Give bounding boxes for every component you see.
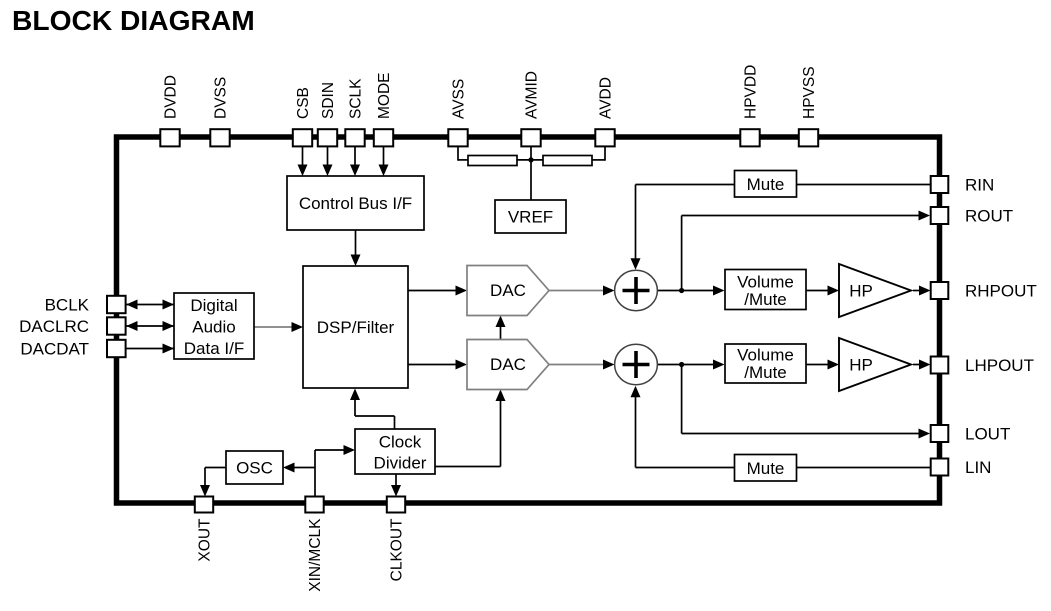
svg-text:LOUT: LOUT [965, 425, 1010, 444]
svg-text:Audio: Audio [192, 318, 235, 337]
svg-text:CSB: CSB [295, 87, 312, 119]
svg-text:Volume: Volume [737, 346, 794, 365]
svg-text:RIN: RIN [965, 176, 994, 195]
svg-text:MODE: MODE [376, 73, 393, 120]
svg-text:DVSS: DVSS [213, 77, 230, 119]
svg-text:/Mute: /Mute [744, 290, 787, 309]
svg-text:LIN: LIN [965, 458, 991, 477]
svg-text:DSP/Filter: DSP/Filter [317, 318, 395, 337]
svg-text:OSC: OSC [236, 459, 273, 478]
svg-text:AVMID: AVMID [524, 71, 541, 119]
svg-text:DVDD: DVDD [163, 75, 180, 119]
svg-text:BLOCK DIAGRAM: BLOCK DIAGRAM [12, 4, 255, 36]
svg-text:Mute: Mute [747, 175, 785, 194]
svg-text:HP: HP [849, 282, 873, 301]
svg-text:LHPOUT: LHPOUT [965, 356, 1034, 375]
svg-text:AVDD: AVDD [598, 77, 615, 119]
svg-text:DACLRC: DACLRC [19, 317, 89, 336]
svg-text:Digital: Digital [190, 296, 237, 315]
svg-text:VREF: VREF [508, 208, 553, 227]
svg-text:HPVSS: HPVSS [801, 66, 818, 119]
svg-text:XOUT: XOUT [197, 518, 214, 562]
svg-text:Data I/F: Data I/F [184, 339, 244, 358]
svg-text:DACDAT: DACDAT [20, 340, 89, 359]
svg-text:SDIN: SDIN [320, 82, 337, 119]
svg-text:RHPOUT: RHPOUT [965, 282, 1037, 301]
svg-text:Control Bus I/F: Control Bus I/F [299, 194, 412, 213]
svg-text:AVSS: AVSS [451, 79, 468, 119]
svg-text:ROUT: ROUT [965, 207, 1013, 226]
svg-text:Divider: Divider [374, 454, 427, 473]
svg-text:HPVDD: HPVDD [743, 65, 760, 119]
svg-text:/Mute: /Mute [744, 363, 787, 382]
svg-text:XIN/MCLK: XIN/MCLK [307, 518, 324, 592]
svg-text:Mute: Mute [747, 459, 785, 478]
svg-text:HP: HP [849, 356, 873, 375]
svg-text:DAC: DAC [490, 355, 526, 374]
svg-text:CLKOUT: CLKOUT [389, 518, 406, 581]
svg-text:Clock: Clock [379, 433, 422, 452]
svg-text:Volume: Volume [737, 273, 794, 292]
svg-text:DAC: DAC [490, 281, 526, 300]
svg-text:BCLK: BCLK [45, 296, 90, 315]
svg-text:SCLK: SCLK [348, 78, 365, 119]
